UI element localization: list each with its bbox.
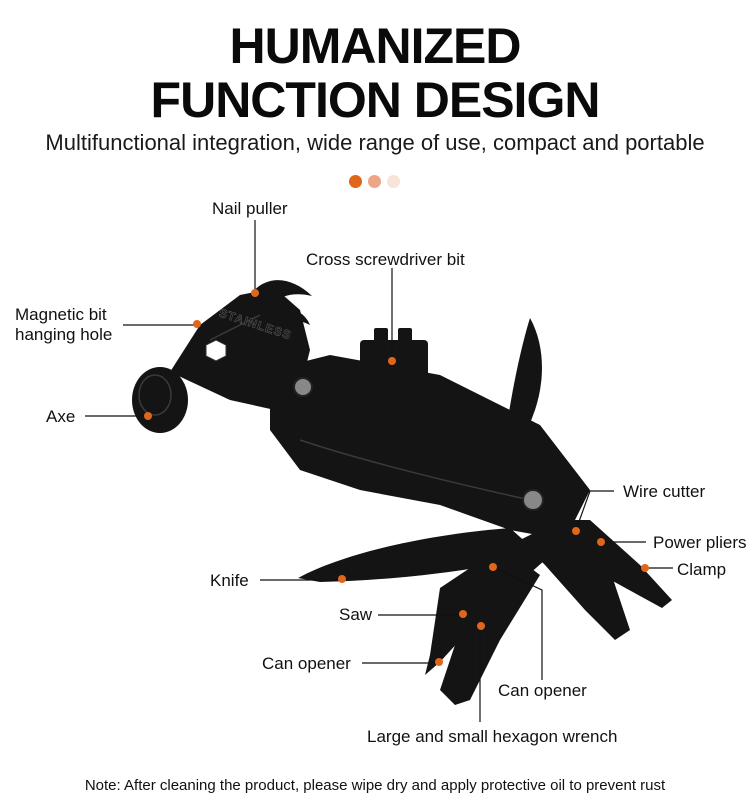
dot-1 [349,175,362,188]
marker-can-opener-left [435,658,443,666]
label-nail-puller: Nail puller [212,199,288,218]
decorative-dots [349,175,400,188]
label-wire-cutter: Wire cutter [623,482,706,501]
marker-axe [144,412,152,420]
screw [293,377,313,397]
marker-wire-cutter [572,527,580,535]
screw [522,489,544,511]
label-axe: Axe [46,407,76,426]
leader-lines [85,220,673,722]
bit [398,328,412,388]
care-note: Note: After cleaning the product, please… [84,777,666,794]
hammer-head [170,288,310,410]
label-can-opener-right: Can opener [498,681,587,700]
knife-blade [298,528,540,582]
label-knife: Knife [210,571,249,590]
label-power-pliers: Power pliers [653,533,747,552]
marker-clamp [641,564,649,572]
bit [374,328,388,388]
dot-3 [387,175,400,188]
axe-cylinder [132,367,188,433]
marker-power-pliers [597,538,605,546]
marker-knife [338,575,346,583]
marker-screwdriver [388,357,396,365]
label-can-opener-left: Can opener [262,654,351,673]
marker-nail-puller [251,289,259,297]
claw [250,280,312,325]
label-hex-wrench: Large and small hexagon wrench [367,727,618,746]
upper-plier-jaw [555,520,672,608]
label-clamp: Clamp [677,560,727,579]
markers [144,289,649,666]
heading-line-2: FUNCTION DESIGN [150,72,601,128]
dot-2 [368,175,381,188]
marker-magnetic-hole [193,320,201,328]
marker-hex-wrench [477,622,485,630]
heading-line-1: HUMANIZED [229,18,522,74]
wrench-arm [440,560,540,705]
multitool [132,280,672,705]
lower-plier-jaw [520,520,630,640]
subtitle: Multifunctional integration, wide range … [45,130,705,155]
main-handle [270,355,590,540]
label-magnetic-bit: Magnetic bit hanging hole [15,305,113,344]
marker-can-opener-right [489,563,497,571]
label-saw: Saw [339,605,373,624]
label-cross-screwdriver: Cross screwdriver bit [306,250,465,269]
marker-saw [459,610,467,618]
hex-hole [205,339,227,362]
tool-highlights [138,314,531,501]
